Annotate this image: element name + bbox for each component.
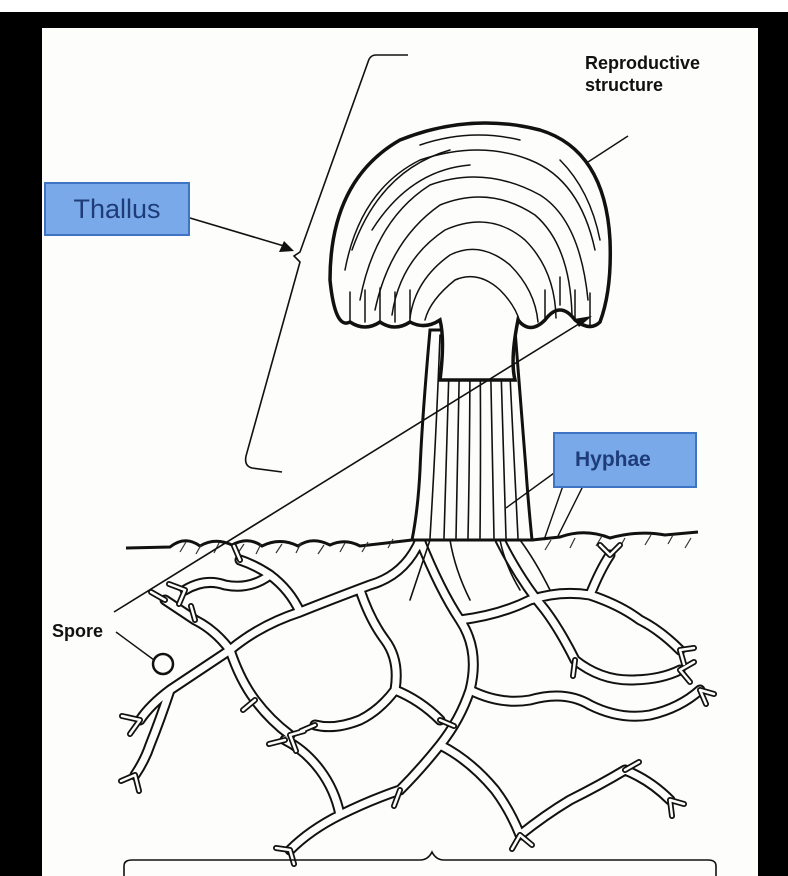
soil-hatching — [179, 534, 692, 555]
hyphae-callout: Hyphae — [553, 432, 697, 488]
thallus-arrow-line — [189, 217, 285, 247]
spore-shape — [151, 652, 175, 676]
top-strip — [0, 0, 788, 12]
soil-surface-line — [125, 538, 413, 550]
spore-label: Spore — [52, 621, 104, 641]
repro-leader-line — [587, 135, 629, 163]
mycelium-network — [118, 534, 717, 867]
spore-arrowhead — [574, 316, 592, 327]
bottom-brace — [123, 850, 717, 876]
spore-leader-line — [115, 631, 155, 661]
stalk — [409, 328, 551, 601]
thallus-arrowhead — [279, 241, 294, 252]
thallus-callout: Thallus — [44, 182, 190, 236]
spore-arrow-line — [113, 321, 583, 613]
soil-surface-line-right — [531, 530, 699, 542]
thallus-bracket — [244, 54, 408, 473]
reproductive-cap — [328, 121, 613, 382]
reproductive-structure-label: Reproductive structure — [585, 53, 701, 95]
